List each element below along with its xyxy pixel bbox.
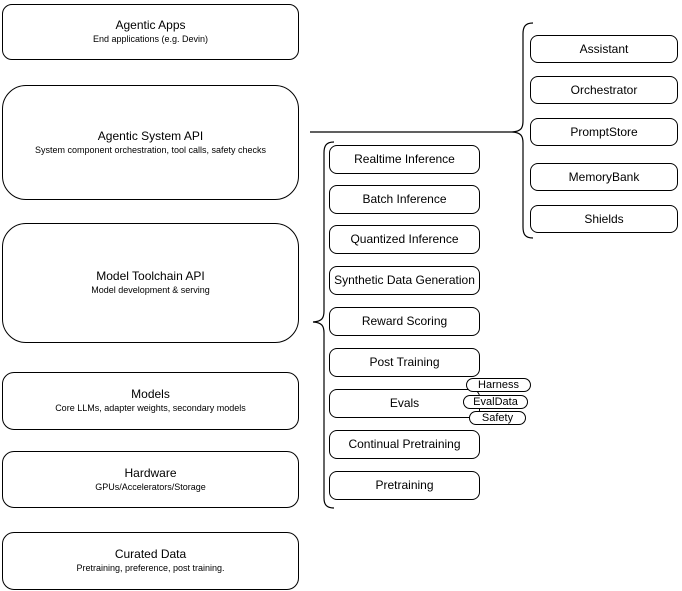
- component-shields: Shields: [530, 205, 678, 233]
- eval-tag-evaldata: EvalData: [463, 395, 528, 409]
- service-synthetic-data-generation: Synthetic Data Generation: [329, 266, 480, 295]
- service-label: Evals: [389, 396, 420, 410]
- component-promptstore: PromptStore: [530, 118, 678, 146]
- service-pretraining: Pretraining: [329, 471, 480, 500]
- service-label: Synthetic Data Generation: [334, 273, 475, 287]
- service-label: Pretraining: [375, 478, 434, 492]
- layer-curated-data: Curated Data Pretraining, preference, po…: [2, 532, 299, 590]
- service-label: Quantized Inference: [350, 232, 459, 246]
- service-label: Reward Scoring: [361, 314, 448, 328]
- component-label: MemoryBank: [568, 169, 640, 184]
- service-evals: Evals: [329, 389, 480, 418]
- layer-agentic-system-api: Agentic System API System component orch…: [2, 85, 299, 200]
- layer-model-toolchain-api: Model Toolchain API Model development & …: [2, 223, 299, 343]
- eval-tag-label: EvalData: [473, 396, 518, 408]
- service-batch-inference: Batch Inference: [329, 185, 480, 214]
- component-label: Orchestrator: [570, 82, 638, 97]
- component-label: PromptStore: [570, 124, 638, 139]
- layer-agentic-apps: Agentic Apps End applications (e.g. Devi…: [2, 4, 299, 60]
- service-label: Post Training: [369, 355, 440, 369]
- layer-subtitle: System component orchestration, tool cal…: [34, 144, 267, 155]
- layer-title: Curated Data: [114, 547, 187, 561]
- layer-title: Agentic System API: [97, 128, 204, 143]
- layer-subtitle: End applications (e.g. Devin): [92, 34, 209, 44]
- eval-tag-harness: Harness: [466, 378, 531, 392]
- eval-tag-label: Harness: [478, 379, 519, 391]
- service-label: Batch Inference: [362, 192, 447, 206]
- service-label: Realtime Inference: [354, 152, 455, 166]
- component-label: Shields: [584, 211, 624, 226]
- eval-tag-label: Safety: [481, 412, 514, 424]
- service-realtime-inference: Realtime Inference: [329, 145, 480, 174]
- layer-subtitle: GPUs/Accelerators/Storage: [95, 481, 206, 492]
- layer-title: Model Toolchain API: [96, 269, 205, 283]
- service-quantized-inference: Quantized Inference: [329, 225, 480, 254]
- service-reward-scoring: Reward Scoring: [329, 307, 480, 336]
- layer-title: Hardware: [124, 465, 177, 480]
- service-label: Continual Pretraining: [348, 437, 461, 451]
- layer-subtitle: Model development & serving: [91, 285, 210, 295]
- layer-hardware: Hardware GPUs/Accelerators/Storage: [2, 451, 299, 508]
- layer-subtitle: Core LLMs, adapter weights, secondary mo…: [55, 403, 246, 413]
- component-label: Assistant: [579, 41, 629, 56]
- service-post-training: Post Training: [329, 348, 480, 377]
- layer-title: Agentic Apps: [115, 18, 186, 32]
- layer-title: Models: [131, 387, 170, 401]
- component-memorybank: MemoryBank: [530, 163, 678, 191]
- service-continual-pretraining: Continual Pretraining: [329, 430, 480, 459]
- component-orchestrator: Orchestrator: [530, 76, 678, 104]
- component-assistant: Assistant: [530, 35, 678, 63]
- eval-tag-safety: Safety: [469, 411, 526, 425]
- layer-subtitle: Pretraining, preference, post training.: [76, 563, 225, 573]
- layer-models: Models Core LLMs, adapter weights, secon…: [2, 372, 299, 430]
